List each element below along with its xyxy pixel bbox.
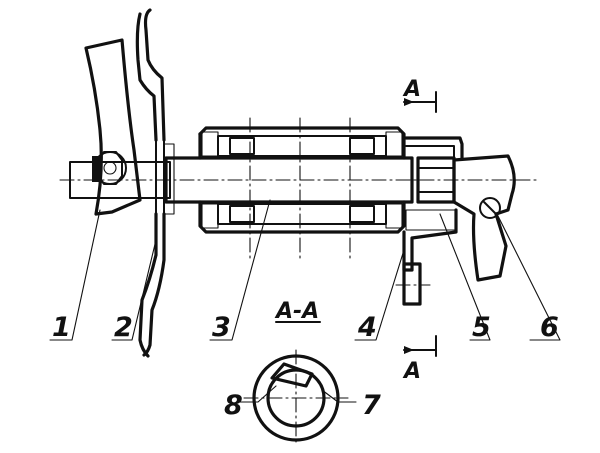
section-mark-top-arrow [403, 91, 437, 113]
label-part-7: 7 [362, 390, 381, 421]
label-part-1: 1 [52, 312, 71, 343]
leader-lines [49, 199, 561, 341]
label-part-2: 2 [114, 312, 133, 343]
label-part-6: 6 [540, 312, 559, 343]
lever-arm [84, 38, 142, 216]
roller-housing [198, 126, 406, 234]
section-title: A-A [274, 299, 319, 324]
section-mark-bottom-arrow [403, 335, 437, 357]
section-view [239, 349, 357, 447]
label-section-mark-bottom: A [402, 359, 421, 384]
label-part-8: 8 [224, 390, 243, 421]
dished-plate [135, 8, 175, 358]
label-section-mark-top: A [402, 77, 421, 102]
bracket [395, 136, 464, 306]
right-lever [452, 154, 516, 282]
label-part-5: 5 [472, 312, 491, 343]
label-part-4: 4 [357, 312, 377, 343]
label-part-3: 3 [212, 312, 231, 343]
